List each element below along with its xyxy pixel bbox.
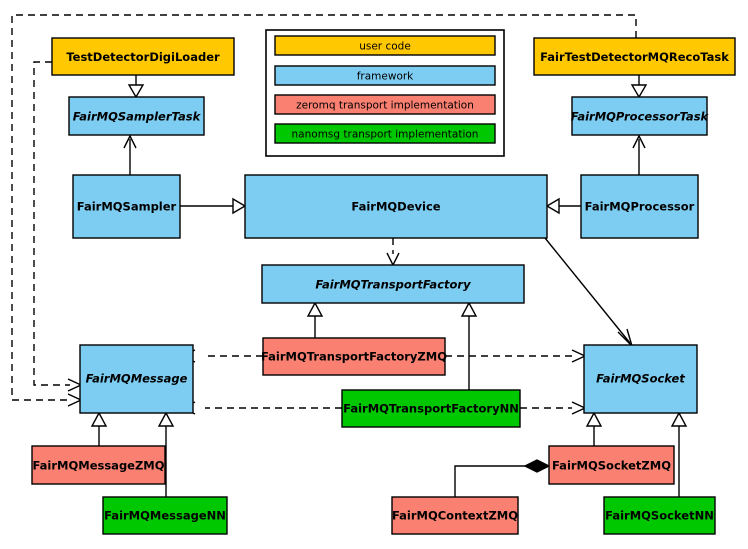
- legend-swatch-user-code: [274, 35, 496, 56]
- node-fair-mq-sampler[interactable]: FairMQSampler: [72, 174, 181, 239]
- node-label-test-detector-digi-loader: TestDetectorDigiLoader: [66, 50, 220, 64]
- node-rect-fair-mq-socket[interactable]: [583, 344, 698, 414]
- legend-item-nanomsg: nanomsg transport implementation: [274, 123, 496, 144]
- node-label-fair-mq-message-nn: FairMQMessageNN: [104, 509, 226, 523]
- node-test-detector-digi-loader[interactable]: TestDetectorDigiLoader: [51, 37, 235, 76]
- edge-socketnn-to-socket: [670, 411, 688, 497]
- node-rect-fair-mq-sampler[interactable]: [72, 174, 181, 239]
- node-label-fair-mq-device: FairMQDevice: [351, 200, 440, 214]
- node-fair-mq-processor-task[interactable]: FairMQProcessorTask: [571, 96, 710, 136]
- legend-swatch-nanomsg: [274, 123, 496, 144]
- node-rect-fair-mq-processor-task[interactable]: [571, 96, 708, 136]
- legend-label-nanomsg: nanomsg transport implementation: [292, 129, 479, 141]
- node-rect-fair-mq-sampler-task[interactable]: [68, 96, 205, 136]
- node-fair-mq-sampler-task[interactable]: FairMQSamplerTask: [68, 96, 205, 136]
- edge-transportfactoryzmq-to-transportfactory: [306, 301, 324, 338]
- legend: user code framework zeromq transport imp…: [265, 29, 505, 157]
- edge-socketzmq-to-socket: [585, 411, 603, 446]
- node-rect-test-detector-digi-loader[interactable]: [51, 37, 235, 76]
- node-label-fair-mq-transport-factory-nn: FairMQTransportFactoryNN: [343, 402, 519, 416]
- node-fair-mq-message-nn[interactable]: FairMQMessageNN: [102, 496, 228, 535]
- edge-layer: [11, 14, 688, 497]
- legend-label-zeromq: zeromq transport implementation: [296, 100, 474, 112]
- edge-sampler-to-device: [180, 197, 247, 215]
- edge-processor-to-processortask: [632, 134, 646, 175]
- node-fair-mq-context-zmq[interactable]: FairMQContextZMQ: [391, 496, 519, 535]
- node-rect-fair-mq-transport-factory-zmq[interactable]: [262, 337, 446, 376]
- legend-item-user-code: user code: [274, 35, 496, 56]
- node-fair-mq-socket[interactable]: FairMQSocket: [583, 344, 698, 414]
- node-label-fair-mq-transport-factory-zmq: FairMQTransportFactoryZMQ: [261, 350, 447, 364]
- node-fair-mq-device[interactable]: FairMQDevice: [244, 174, 548, 239]
- node-label-fair-mq-processor-task: FairMQProcessorTask: [571, 110, 710, 124]
- node-fair-mq-transport-factory-nn[interactable]: FairMQTransportFactoryNN: [341, 389, 521, 428]
- edge-processor-to-device: [545, 197, 581, 215]
- node-rect-fair-test-detector-mq-reco-task[interactable]: [533, 37, 736, 76]
- node-label-fair-mq-message-zmq: FairMQMessageZMQ: [32, 459, 164, 473]
- node-fair-mq-transport-factory-zmq[interactable]: FairMQTransportFactoryZMQ: [261, 337, 447, 376]
- node-rect-fair-mq-message[interactable]: [79, 344, 194, 414]
- legend-swatch-zeromq: [274, 94, 496, 115]
- node-fair-test-detector-mq-reco-task[interactable]: FairTestDetectorMQRecoTask: [533, 37, 736, 76]
- node-fair-mq-socket-nn[interactable]: FairMQSocketNN: [603, 496, 716, 535]
- legend-label-framework: framework: [357, 71, 414, 83]
- legend-swatch-framework: [274, 65, 496, 86]
- legend-item-zeromq: zeromq transport implementation: [274, 94, 496, 115]
- edge-messagezmq-to-message: [90, 411, 108, 446]
- node-fair-mq-message[interactable]: FairMQMessage: [79, 344, 194, 414]
- node-fair-mq-message-zmq[interactable]: FairMQMessageZMQ: [31, 445, 166, 485]
- edge-contextzmq-to-socketzmq: [454, 459, 551, 497]
- node-label-fair-mq-socket-nn: FairMQSocketNN: [605, 509, 714, 523]
- node-label-fair-mq-sampler: FairMQSampler: [77, 200, 177, 214]
- node-rect-fair-mq-transport-factory[interactable]: [261, 264, 525, 304]
- edge-transportfactorynn-to-transportfactory: [460, 301, 478, 390]
- node-rect-fair-mq-context-zmq[interactable]: [391, 496, 519, 535]
- node-fair-mq-transport-factory[interactable]: FairMQTransportFactory: [261, 264, 525, 304]
- node-fair-mq-socket-zmq[interactable]: FairMQSocketZMQ: [548, 445, 675, 485]
- node-fair-mq-processor[interactable]: FairMQProcessor: [580, 174, 699, 239]
- legend-item-framework: framework: [274, 65, 496, 86]
- node-rect-fair-mq-device[interactable]: [244, 174, 548, 239]
- node-label-fair-mq-message: FairMQMessage: [86, 372, 188, 386]
- node-label-fair-mq-processor: FairMQProcessor: [585, 200, 695, 214]
- node-label-fair-test-detector-mq-reco-task: FairTestDetectorMQRecoTask: [540, 50, 729, 64]
- edge-messagenn-to-message: [157, 411, 175, 497]
- edge-digiloader-to-samplertask: [127, 75, 145, 99]
- edge-recotask-to-processortask: [630, 75, 648, 99]
- node-label-fair-mq-socket: FairMQSocket: [596, 372, 685, 386]
- node-rect-fair-mq-processor[interactable]: [580, 174, 699, 239]
- node-rect-fair-mq-message-zmq[interactable]: [31, 445, 166, 485]
- node-label-fair-mq-transport-factory: FairMQTransportFactory: [315, 278, 471, 292]
- node-rect-fair-mq-message-nn[interactable]: [102, 496, 228, 535]
- node-layer: TestDetectorDigiLoader FairTestDetectorM…: [31, 37, 736, 535]
- node-label-fair-mq-context-zmq: FairMQContextZMQ: [392, 509, 518, 523]
- edge-sampler-to-samplertask: [123, 134, 137, 175]
- node-label-fair-mq-socket-zmq: FairMQSocketZMQ: [552, 459, 671, 473]
- node-rect-fair-mq-socket-nn[interactable]: [603, 496, 716, 535]
- legend-label-user-code: user code: [359, 41, 411, 53]
- node-rect-fair-mq-transport-factory-nn[interactable]: [341, 389, 521, 428]
- node-rect-fair-mq-socket-zmq[interactable]: [548, 445, 675, 485]
- node-label-fair-mq-sampler-task: FairMQSamplerTask: [73, 110, 202, 124]
